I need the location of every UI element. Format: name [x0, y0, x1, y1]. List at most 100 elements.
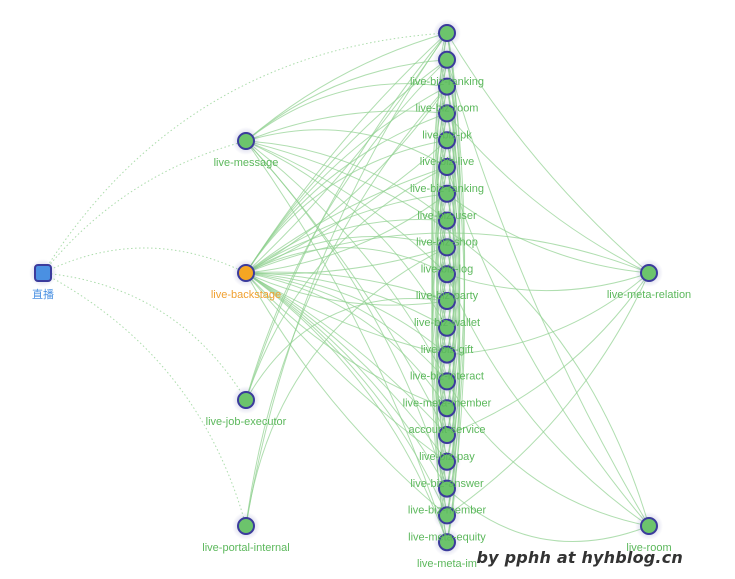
node-col-19[interactable] [438, 533, 456, 552]
backstage-edge [245, 272, 448, 489]
node-label-col-18: live-meta-equity [408, 531, 486, 543]
room-edge [446, 274, 650, 527]
node-col-03[interactable] [438, 104, 456, 123]
message-edge [245, 140, 448, 543]
node-label-col-11: live-biz-gift [421, 344, 474, 356]
backstage-edge [245, 272, 448, 463]
portal-edge [245, 86, 448, 527]
node-col-15[interactable] [438, 426, 456, 444]
portal-edge [245, 32, 448, 527]
backstage-edge [245, 139, 448, 274]
backstage-edge [245, 271, 448, 302]
node-live-message[interactable] [237, 132, 255, 150]
backstage-edge [245, 272, 448, 543]
job-edge [245, 59, 448, 401]
node-col-13[interactable] [438, 372, 456, 391]
node-label-col-10: live-biz-wallet [414, 317, 480, 329]
node-label-col-06: live-biz-user [417, 210, 477, 222]
message-edge [245, 83, 448, 142]
node-live-meta-relation[interactable] [640, 264, 658, 282]
message-edge [245, 110, 448, 142]
relation-edge [446, 193, 650, 274]
node-label-col-08: live-biz-log [421, 263, 474, 275]
node-col-14[interactable] [438, 399, 456, 418]
node-label-col-19: live-meta-im [417, 558, 477, 570]
message-edge [245, 140, 448, 275]
room-edge [446, 59, 650, 527]
backstage-edge [245, 86, 448, 274]
node-label-live-portal-internal: live-portal-internal [202, 542, 289, 554]
node-label-live-backstage: live-backstage [211, 289, 281, 301]
root-edge [42, 272, 247, 401]
backstage-edge [245, 272, 448, 409]
message-edge [245, 129, 448, 168]
node-label-live-meta-relation: live-meta-relation [607, 289, 691, 301]
backstage-edge [245, 166, 448, 274]
node-col-09[interactable] [438, 265, 456, 284]
room-edge [446, 488, 650, 542]
backstage-edge [245, 272, 448, 516]
node-label-col-07: live-biz-shop [416, 237, 478, 249]
backstage-edge [245, 272, 448, 329]
node-col-16[interactable] [438, 452, 456, 471]
node-col-12[interactable] [438, 345, 456, 364]
label-layer: 直播 live-message live-backstage live-job-exe… [32, 76, 691, 570]
edge-layer [42, 32, 650, 543]
node-col-17[interactable] [438, 479, 456, 498]
node-col-11[interactable] [438, 318, 456, 337]
node-label-col-01: live-biz-ranking [410, 76, 484, 88]
relation-edge [446, 272, 650, 292]
room-edge [446, 166, 650, 527]
message-edge [245, 140, 448, 382]
backstage-edge [245, 193, 448, 274]
node-col-00[interactable] [438, 24, 456, 42]
room-edge [245, 140, 650, 527]
node-label-col-02: live-biz-room [416, 103, 479, 115]
node-live-room[interactable] [640, 517, 658, 535]
node-label-col-12: live-biz-interact [410, 371, 484, 383]
node-col-02[interactable] [438, 77, 456, 96]
node-col-08[interactable] [438, 238, 456, 257]
root-edge [42, 272, 247, 527]
node-live-job-executor[interactable] [237, 391, 255, 409]
node-label-live-job-executor: live-job-executor [206, 416, 287, 428]
root-edge [42, 32, 448, 274]
node-col-10[interactable] [438, 292, 456, 310]
backstage-edge [245, 272, 448, 516]
backstage-edge [245, 247, 448, 275]
root-edge [42, 247, 247, 274]
message-edge [245, 140, 448, 329]
backstage-edge [245, 272, 448, 463]
message-edge [245, 59, 448, 142]
node-label-live-room: live-room [626, 542, 671, 554]
node-label-zhibo: 直播 [32, 287, 54, 301]
node-label-live-message: live-message [214, 157, 279, 169]
room-edge [446, 381, 650, 527]
relation-edge [446, 113, 650, 274]
node-live-backstage[interactable] [237, 264, 255, 282]
node-label-col-05: live-biz-ranking [410, 183, 484, 195]
node-zhibo[interactable] [34, 264, 52, 282]
node-label-col-14: account-service [408, 424, 485, 436]
node-col-06[interactable] [438, 184, 456, 203]
relation-edge [446, 32, 650, 274]
message-edge [245, 32, 448, 142]
relation-edge [446, 272, 650, 516]
backstage-edge [245, 139, 448, 274]
node-label-col-04: live-biz-live [420, 156, 474, 168]
node-live-portal-internal[interactable] [237, 517, 255, 535]
node-label-col-15: live-biz-pay [419, 451, 475, 463]
backstage-edge [245, 272, 448, 355]
node-label-col-03: live-biz-pk [422, 129, 472, 141]
node-label-col-09: live-biz-party [416, 290, 479, 302]
node-col-04[interactable] [438, 131, 456, 150]
relation-edge [446, 272, 650, 436]
job-edge [245, 166, 448, 401]
node-col-07[interactable] [438, 211, 456, 230]
node-col-01[interactable] [438, 50, 456, 69]
relation-edge [446, 272, 650, 356]
node-col-05[interactable] [438, 158, 456, 176]
backstage-edge [245, 272, 448, 409]
node-col-18[interactable] [438, 506, 456, 525]
